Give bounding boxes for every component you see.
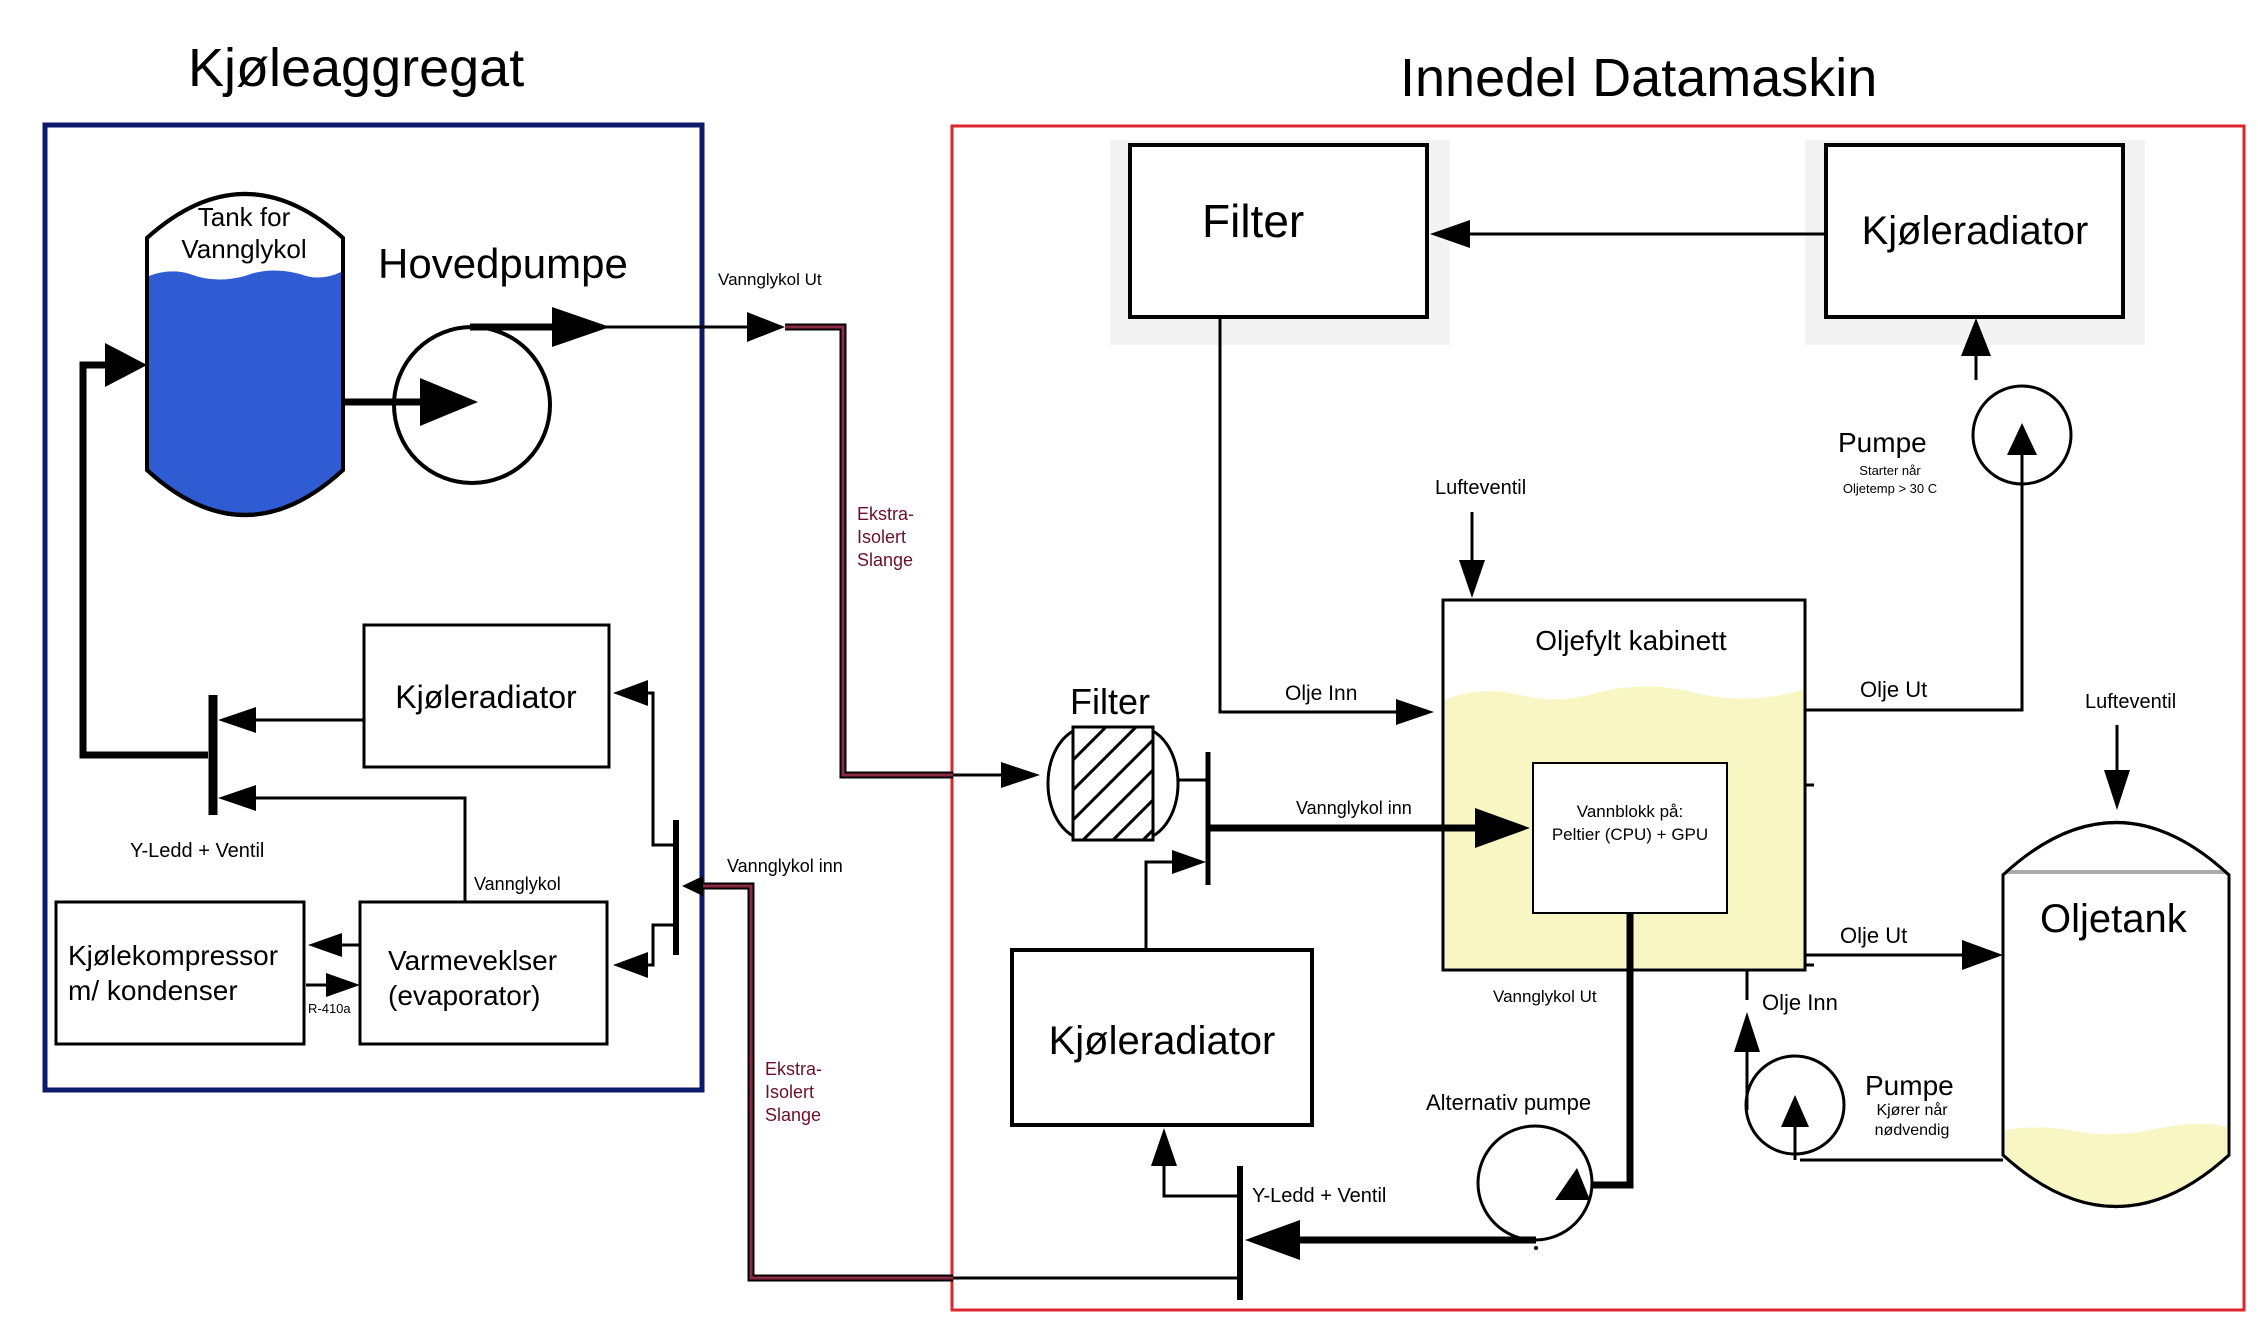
insulated-hose-bottom bbox=[703, 882, 953, 1282]
middle-radiator-label: Kjøleradiator bbox=[1049, 1019, 1276, 1063]
cabinet-label: Oljefylt kabinett bbox=[1535, 625, 1727, 656]
oil-in-top-label: Olje Inn bbox=[1285, 682, 1357, 705]
tank-label-1: Tank for bbox=[198, 202, 291, 232]
compressor-box bbox=[54, 900, 306, 1046]
left-glycol-in-label: Vannglykol inn bbox=[727, 856, 843, 876]
oil-tank-label: Oljetank bbox=[2040, 897, 2188, 941]
arrow-icon bbox=[552, 307, 610, 347]
left-radiator-label: Kjøleradiator bbox=[395, 679, 577, 715]
arrow-icon bbox=[1781, 1095, 1809, 1127]
arrow-icon bbox=[1245, 1220, 1300, 1260]
hose-bottom-label-3: Slange bbox=[765, 1105, 821, 1125]
arrow-icon bbox=[682, 876, 703, 896]
middle-radiator-box bbox=[1010, 948, 1314, 1127]
filter-label: Filter bbox=[1070, 681, 1150, 722]
top-radiator-box bbox=[1824, 143, 2125, 319]
arrow-icon bbox=[1151, 1128, 1177, 1166]
top-radiator-label: Kjøleradiator bbox=[1862, 209, 2089, 253]
arrow-icon bbox=[1555, 1168, 1590, 1200]
top-pump-note-2: Oljetemp > 30 C bbox=[1843, 481, 1937, 496]
hose-top-label-3: Slange bbox=[857, 550, 913, 570]
bottom-pump-note-2: nødvendig bbox=[1875, 1122, 1950, 1139]
hose-top-label-1: Ekstra- bbox=[857, 504, 914, 524]
arrow-icon bbox=[747, 312, 785, 342]
bottom-pump-note-1: Kjører når bbox=[1876, 1101, 1948, 1119]
water-block-label-2: Peltier (CPU) + GPU bbox=[1552, 825, 1708, 844]
bottom-pump-label: Pumpe bbox=[1865, 1070, 1954, 1101]
arrow-icon bbox=[1001, 762, 1040, 788]
left-unit-frame bbox=[42, 122, 705, 1093]
alternative-pump-label: Alternativ pumpe bbox=[1426, 1090, 1591, 1115]
arrow-icon bbox=[1172, 850, 1206, 874]
tank-label-2: Vannglykol bbox=[181, 234, 306, 264]
compressor-label-2: m/ kondenser bbox=[68, 975, 238, 1006]
arrow-icon bbox=[1459, 560, 1485, 598]
hose-bottom-label-1: Ekstra- bbox=[765, 1059, 822, 1079]
refrigerant-label: R-410a bbox=[308, 1001, 351, 1016]
oil-tank bbox=[2001, 821, 2231, 1208]
arrow-icon bbox=[1475, 808, 1530, 848]
arrow-icon bbox=[2104, 770, 2130, 810]
arrow-icon bbox=[326, 973, 360, 997]
right-title: Innedel Datamaskin bbox=[1400, 48, 1877, 108]
oil-out-mid-label: Olje Ut bbox=[1840, 923, 1907, 948]
arrow-icon bbox=[2007, 423, 2037, 455]
arrow-icon bbox=[308, 933, 342, 957]
glycol-out-label: Vannglykol Ut bbox=[1493, 987, 1597, 1006]
arrow-icon bbox=[1430, 220, 1470, 248]
arrow-icon bbox=[105, 343, 147, 387]
oil-out-top-label: Olje Ut bbox=[1860, 677, 1927, 702]
glycol-tank bbox=[145, 192, 345, 517]
main-pump-label: Hovedpumpe bbox=[378, 240, 628, 287]
arrow-icon bbox=[218, 707, 256, 733]
bottom-y-joint-label: Y-Ledd + Ventil bbox=[1252, 1185, 1386, 1207]
exchanger-label-1: Varmeveklser bbox=[388, 945, 557, 976]
left-title: Kjøleaggregat bbox=[188, 38, 524, 98]
heat-exchanger-box bbox=[358, 900, 609, 1046]
arrow-icon bbox=[613, 952, 648, 978]
top-filter-box bbox=[1128, 143, 1429, 319]
right-unit-frame bbox=[950, 124, 2246, 1312]
arrow-icon bbox=[1961, 318, 1991, 356]
hose-top-label-2: Isolert bbox=[857, 527, 906, 547]
left-radiator-box bbox=[362, 623, 611, 769]
arrow-icon bbox=[1396, 699, 1434, 725]
top-filter-label: Filter bbox=[1202, 195, 1304, 247]
arrow-icon bbox=[218, 785, 256, 811]
oil-in-mid-label: Olje Inn bbox=[1762, 990, 1838, 1015]
top-pump-label: Pumpe bbox=[1838, 427, 1927, 458]
compressor-label-1: Kjølekompressor bbox=[68, 940, 278, 971]
filter-element bbox=[1046, 725, 1180, 842]
left-glycol-label: Vannglykol bbox=[474, 874, 561, 894]
glycol-out-label-left: Vannglykol Ut bbox=[718, 270, 822, 289]
arrow-icon bbox=[420, 378, 478, 426]
arrow-icon bbox=[1734, 1012, 1760, 1052]
air-valve-1-label: Lufteventil bbox=[1435, 477, 1526, 499]
insulated-hose-top bbox=[785, 323, 953, 779]
air-valve-2-label: Lufteventil bbox=[2085, 691, 2176, 713]
exchanger-label-2: (evaporator) bbox=[388, 980, 541, 1011]
glycol-in-label: Vannglykol inn bbox=[1296, 798, 1412, 818]
water-block-label-1: Vannblokk på: bbox=[1577, 802, 1683, 821]
left-y-joint-label: Y-Ledd + Ventil bbox=[130, 840, 264, 862]
hose-bottom-label-2: Isolert bbox=[765, 1082, 814, 1102]
top-pump-note-1: Starter når bbox=[1859, 463, 1921, 478]
arrow-icon bbox=[613, 680, 648, 706]
water-block-box bbox=[1532, 762, 1728, 914]
arrow-icon bbox=[1962, 940, 2003, 970]
